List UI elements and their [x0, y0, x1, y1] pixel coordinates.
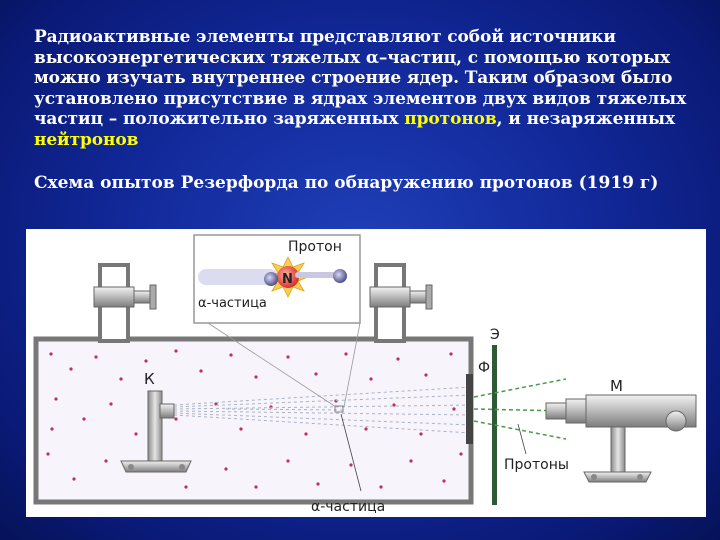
microscope-m: [545, 394, 697, 483]
label-protons: Протоны: [504, 457, 569, 473]
rutherford-experiment-figure: К Э Ф М: [26, 229, 706, 517]
neutrons-term: нейтронов: [34, 129, 139, 150]
label-m: М: [610, 377, 623, 395]
label-alpha-bottom: α-частица: [311, 499, 385, 515]
intro-text-2: , и незаряженных: [496, 109, 676, 129]
experiment-diagram: К Э Ф М: [33, 234, 697, 515]
source-k: [120, 390, 192, 473]
proton-rays: [473, 378, 567, 440]
intro-text: Радиоактивные элементы представляют собо…: [34, 27, 687, 129]
alpha-tracks: [173, 386, 472, 434]
label-proton: Протон: [288, 239, 342, 255]
protons-pointer: [517, 423, 527, 455]
label-alpha-inset: α-частица: [198, 296, 267, 311]
alpha-trail: [198, 269, 278, 285]
collision-point: [334, 405, 344, 413]
label-f: Ф: [478, 360, 490, 376]
proton-ball: [333, 269, 347, 283]
figure-caption: Схема опытов Резерфорда по обнаружению п…: [34, 173, 659, 193]
left-valve: [93, 284, 157, 310]
right-valve: [369, 284, 433, 310]
protons-term: протонов: [404, 109, 497, 129]
alpha-ball: [264, 272, 278, 286]
gas-particles: [46, 349, 463, 489]
nucleus-n: [277, 266, 299, 288]
screen-e: [492, 345, 497, 505]
label-k: К: [144, 370, 155, 388]
label-nucleus: N: [282, 272, 293, 287]
intro-paragraph: Радиоактивные элементы представляют собо…: [34, 27, 716, 150]
zoom-inset: [193, 234, 361, 408]
label-e: Э: [490, 327, 500, 343]
alpha-pointer: [340, 413, 362, 492]
foil-f: [466, 374, 473, 444]
